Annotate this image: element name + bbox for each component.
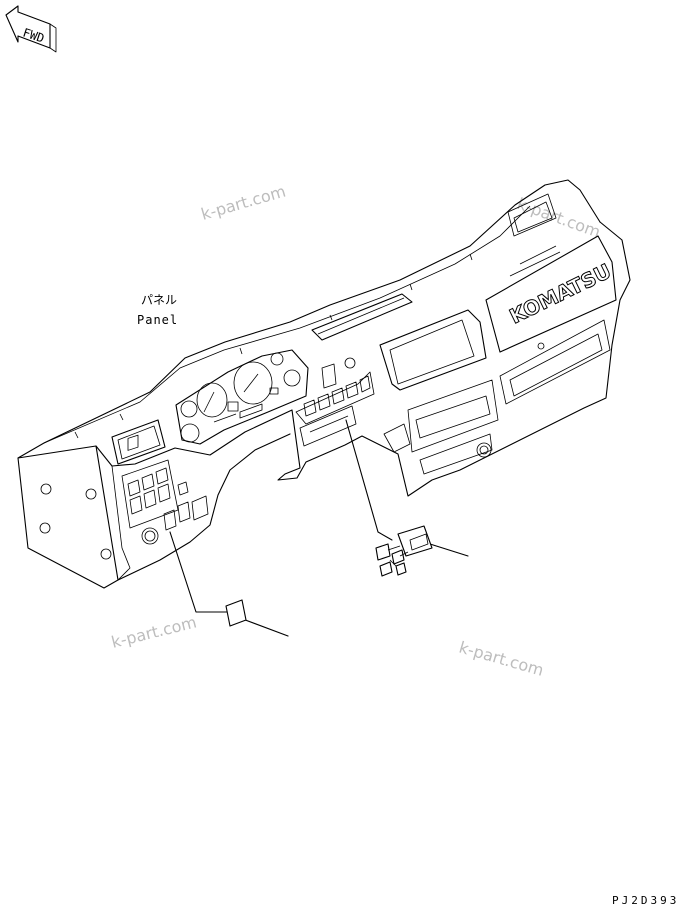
center-switch-cluster xyxy=(295,357,375,447)
drawing-code: PJ2D393 xyxy=(612,894,679,907)
panel-callout-label: パネル Panel xyxy=(137,293,178,327)
leader-lines xyxy=(169,419,469,637)
watermark: k-part.com xyxy=(199,182,288,224)
fwd-label: FWD xyxy=(21,26,46,46)
panel-label-jp: パネル xyxy=(141,293,177,307)
dashboard-panel: KOMATSU xyxy=(17,179,631,589)
fwd-arrow: FWD xyxy=(5,5,57,53)
watermark: k-part.com xyxy=(109,612,198,652)
left-switch-cluster xyxy=(121,434,209,545)
switch-part-left xyxy=(225,599,247,627)
switch-connector-part xyxy=(375,525,433,577)
gauge-cluster xyxy=(175,349,309,445)
panel-label-en: Panel xyxy=(137,313,178,327)
watermark: k-part.com xyxy=(457,638,546,680)
watermark: k-part.com xyxy=(515,194,603,242)
